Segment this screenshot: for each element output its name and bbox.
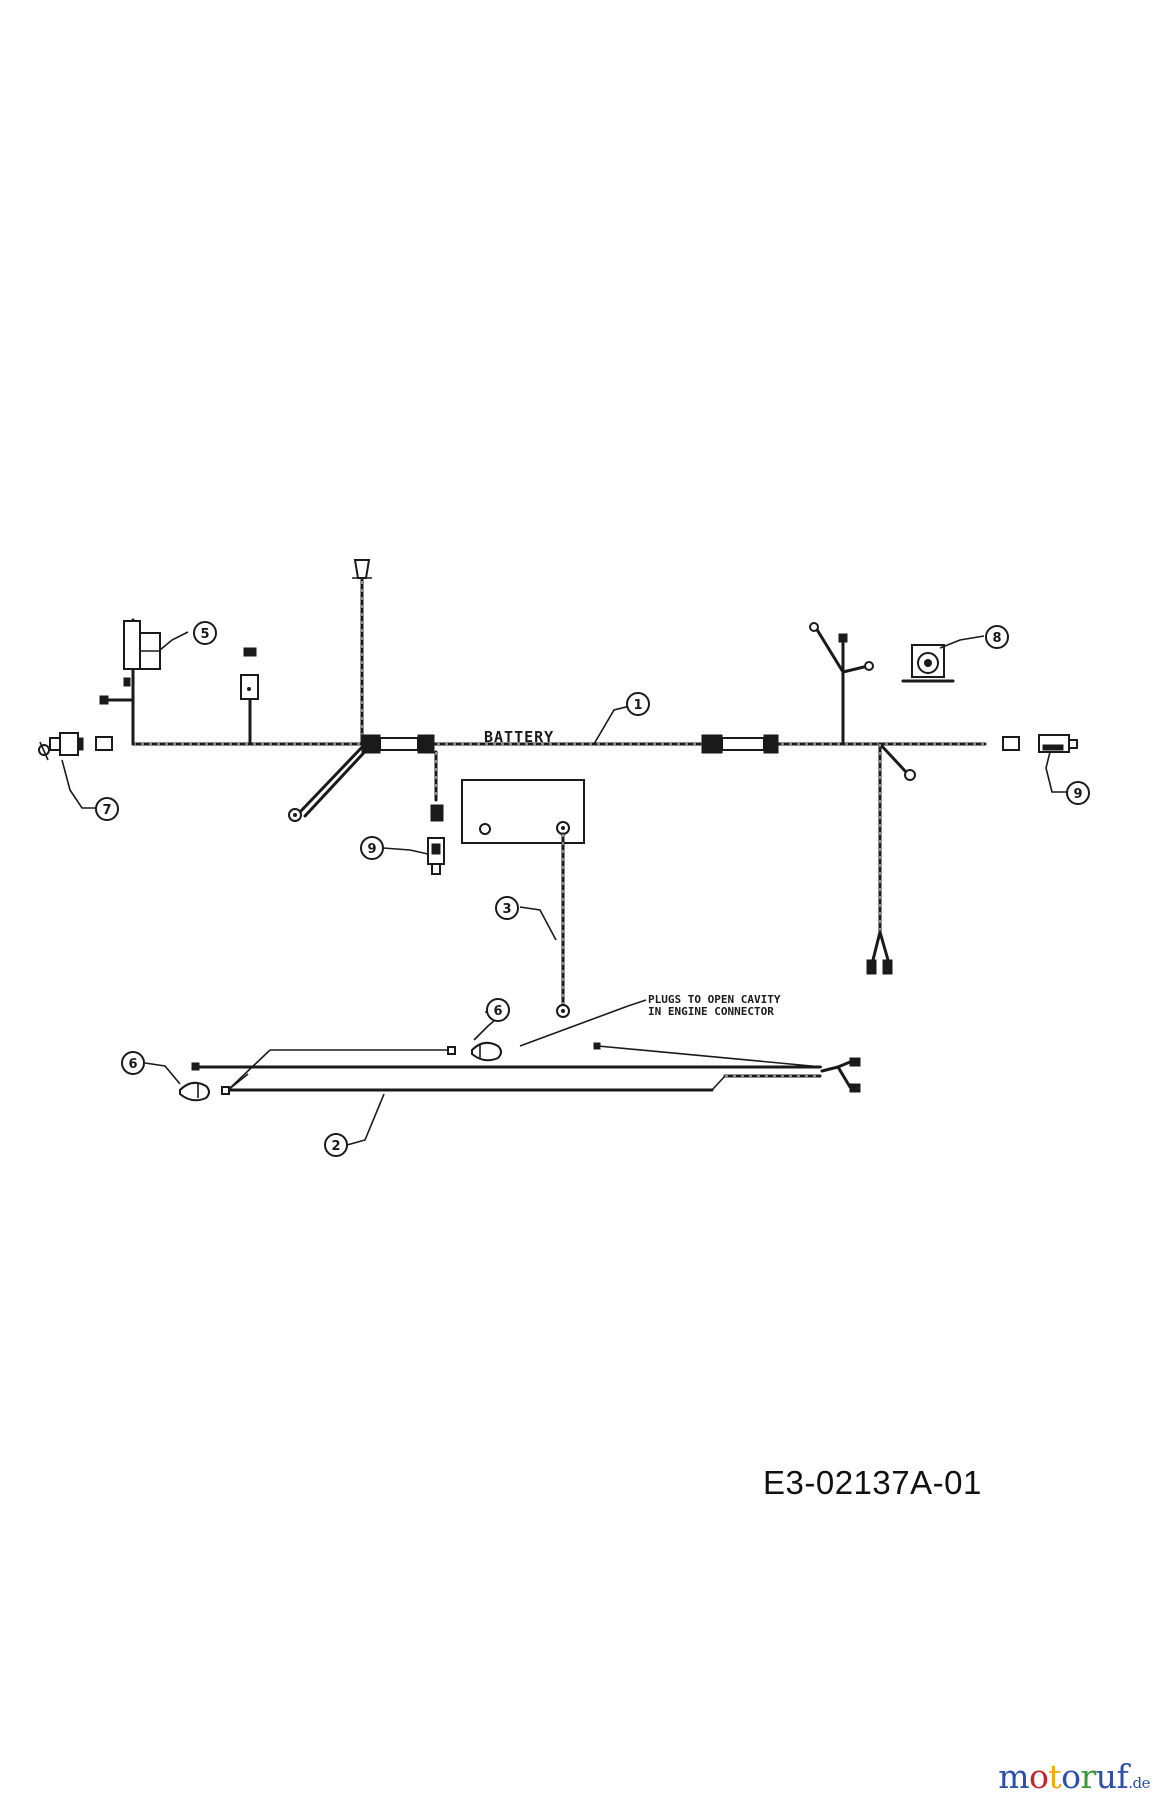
battery-label: BATTERY: [484, 728, 554, 746]
main-harness: [99, 578, 987, 962]
callout-8: 8: [985, 625, 1009, 649]
part-6-bulb-icon: [471, 1041, 502, 1062]
callout-1: 1: [626, 692, 650, 716]
part-3-battery-cable: [556, 832, 570, 1018]
part-5-module-icon: [123, 620, 161, 687]
svg-text:3: 3: [502, 902, 511, 917]
callout-6-upper: 6: [486, 998, 510, 1022]
svg-text:5: 5: [200, 627, 209, 642]
drawing-number: E3-02137A-01: [763, 1464, 982, 1501]
svg-text:6: 6: [493, 1004, 502, 1019]
callout-5: 5: [193, 621, 217, 645]
svg-text:8: 8: [992, 631, 1001, 646]
top-plug-icon: [352, 559, 372, 579]
part-8-solenoid-icon: [901, 644, 955, 683]
callout-2: 2: [324, 1133, 348, 1157]
part-6-bulb-left-icon: [179, 1081, 210, 1102]
connector-right-end: [1002, 736, 1020, 751]
connector-left-junction: [361, 734, 381, 754]
connector-lower: [430, 804, 444, 822]
ground-terminal-icon: [288, 808, 302, 822]
svg-text:6: 6: [128, 1057, 137, 1072]
plugs-note-line-2: IN ENGINE CONNECTOR: [648, 1005, 774, 1018]
watermark-logo: motoruf.de: [998, 1757, 1150, 1796]
part-9-right-switch-icon: [1038, 734, 1078, 753]
relay-icon: [240, 647, 259, 700]
y-branch-terminals: [809, 622, 916, 781]
connector-left-end: [95, 736, 113, 751]
harness-connectors: [95, 734, 1020, 822]
callout-6-left: 6: [121, 1051, 145, 1075]
callout-3: 3: [495, 896, 519, 920]
svg-text:2: 2: [331, 1139, 340, 1154]
svg-text:7: 7: [102, 803, 111, 818]
svg-text:9: 9: [367, 842, 376, 857]
svg-text:9: 9: [1073, 787, 1082, 802]
part-7-key-switch-icon: [38, 732, 84, 761]
part-9-switch-icon: [427, 837, 445, 875]
callout-9-lower: 9: [360, 836, 384, 860]
callout-9-right: 9: [1066, 781, 1090, 805]
plugs-note-line-1: PLUGS TO OPEN CAVITY: [648, 993, 781, 1006]
svg-text:1: 1: [633, 698, 642, 713]
connector-right-junction: [701, 734, 723, 754]
callout-7: 7: [95, 797, 119, 821]
forked-plug-icon: [866, 959, 893, 975]
part-2-light-harness: [191, 1042, 861, 1095]
battery-icon: [461, 779, 585, 844]
